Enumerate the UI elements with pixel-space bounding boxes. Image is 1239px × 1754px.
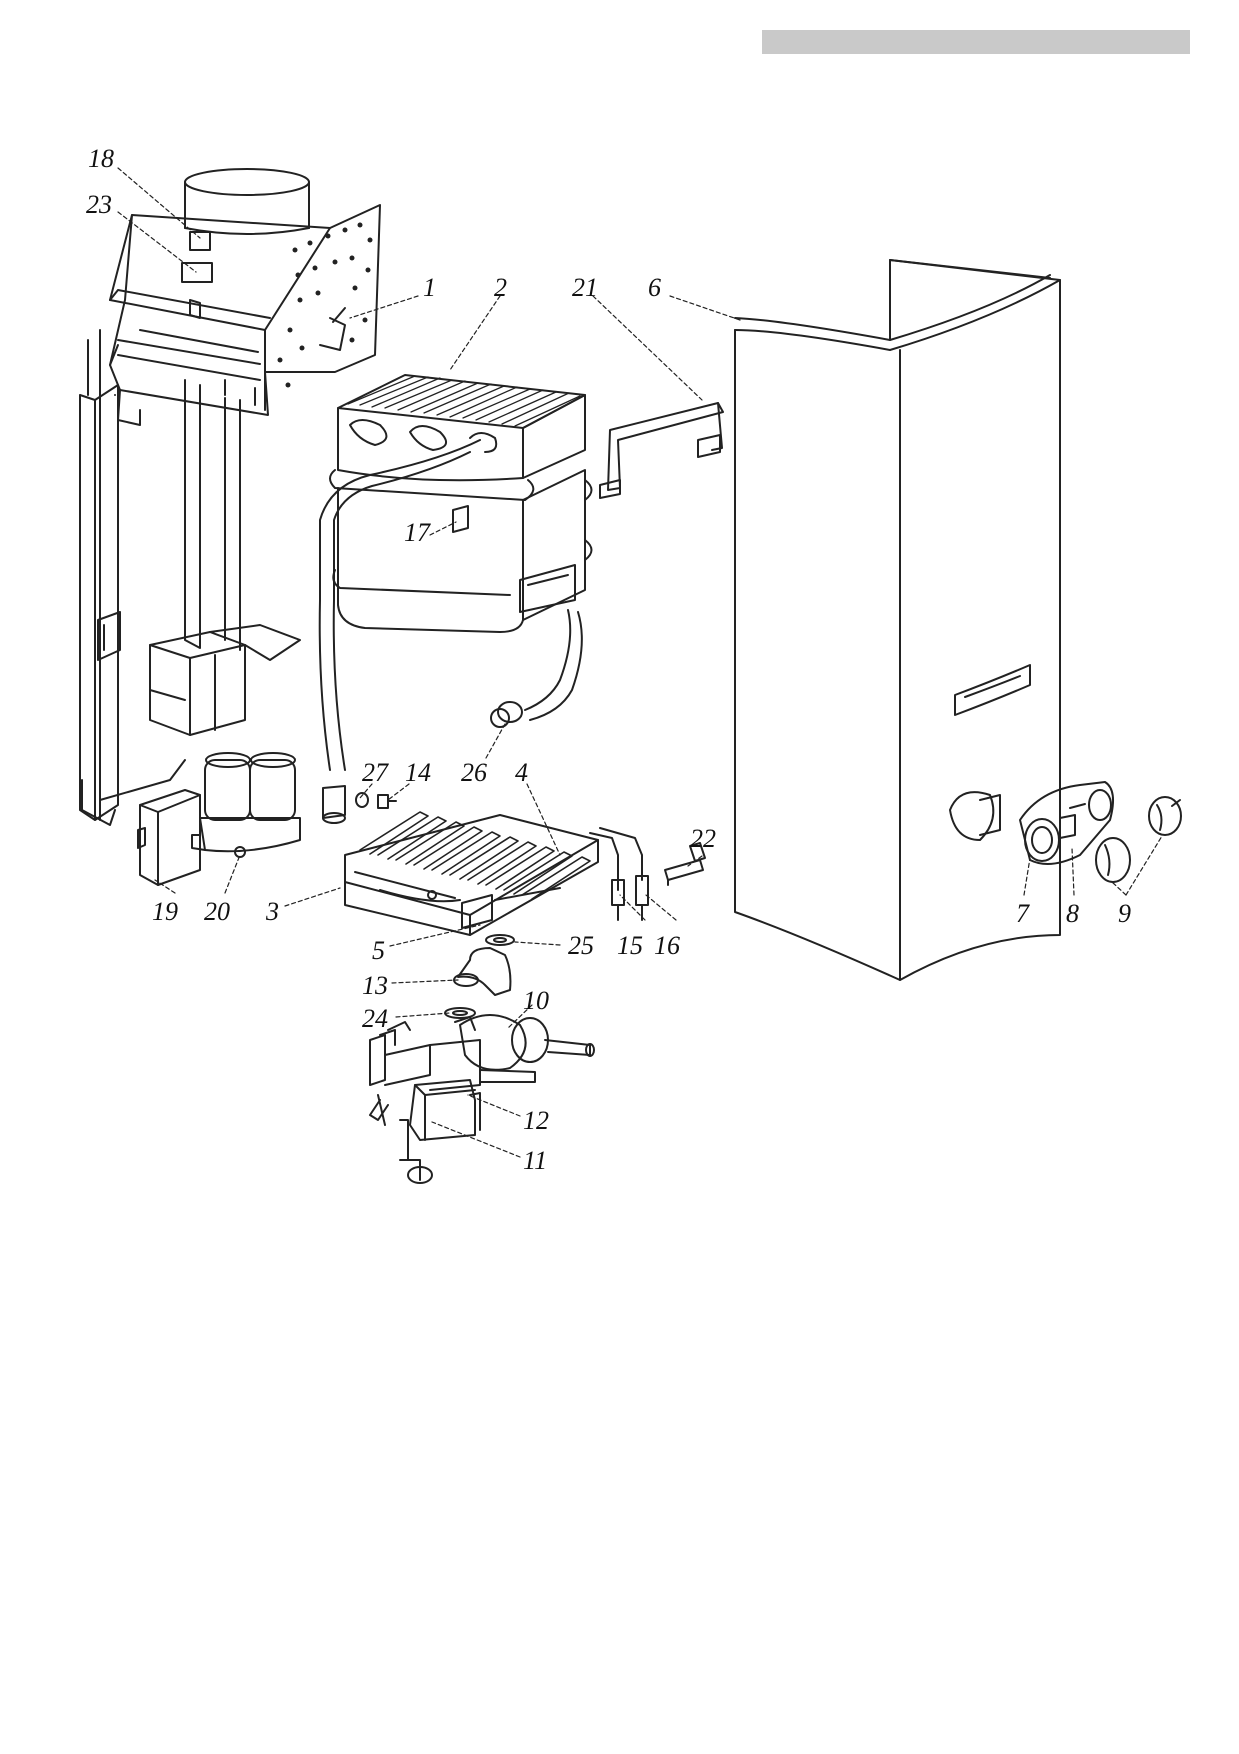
part-10-11-12-gas-block [369,1014,595,1184]
callout-6: 6 [648,273,661,302]
callout-8: 8 [1066,899,1079,928]
part-19-20-valve-units [137,624,301,886]
callout-1: 1 [423,273,436,302]
callout-18: 18 [88,144,114,173]
header-bar [762,30,1190,54]
callout-13: 13 [362,971,388,1000]
part-22-sensor [664,842,706,886]
callout-9: 9 [1118,899,1131,928]
part-6-front-cover [734,259,1061,981]
callout-23: 23 [86,190,112,219]
callout-5: 5 [372,936,385,965]
callout-16: 16 [654,931,680,960]
part-1-draft-hood [109,168,381,426]
callout-10: 10 [523,986,549,1015]
callout-20: 20 [204,897,230,926]
part-7-8-control-panel [1019,781,1115,865]
callout-15: 15 [617,931,643,960]
callout-17: 17 [404,518,430,547]
callout-11: 11 [523,1146,548,1175]
callout-3: 3 [266,897,279,926]
callout-24: 24 [362,1004,388,1033]
part-13-24-25-elbow-gaskets [444,934,515,1019]
callout-19: 19 [152,897,178,926]
callout-12: 12 [523,1106,549,1135]
callout-22: 22 [690,824,716,853]
part-15-16-electrodes [589,827,649,921]
part-2-heat-exchanger [318,374,593,771]
leader-lines [117,167,1163,1158]
callout-14: 14 [405,758,431,787]
callout-25: 25 [568,931,594,960]
callout-7: 7 [1016,899,1029,928]
callout-4: 4 [515,758,528,787]
callout-21: 21 [572,273,598,302]
callout-27: 27 [362,758,388,787]
chassis-frame [79,329,241,826]
part-9-knobs [1095,796,1182,883]
callout-26: 26 [461,758,487,787]
part-21-bracket [599,402,724,499]
part-14-27-fittings [322,785,397,824]
callout-2: 2 [494,273,507,302]
part-3-4-5-burner [344,811,599,936]
